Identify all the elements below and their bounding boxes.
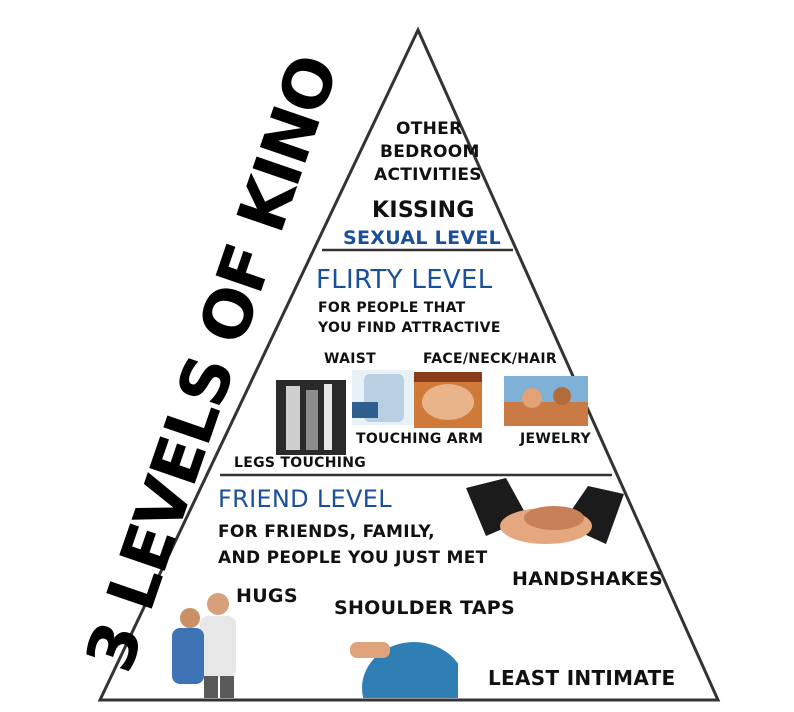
face-photo — [414, 372, 482, 428]
handshake-photo — [466, 478, 624, 544]
flirty-label-waist: WAIST — [324, 351, 376, 367]
sexual-item-other: OTHER — [396, 119, 463, 139]
flirty-desc-line2: YOU FIND ATTRACTIVE — [318, 320, 501, 336]
waist-photo — [352, 370, 414, 425]
friend-handshakes: HANDSHAKES — [512, 568, 663, 590]
flirty-label-legs: LEGS TOUCHING — [234, 455, 367, 471]
friend-desc-line1: FOR FRIENDS, FAMILY, — [218, 522, 435, 542]
friend-desc-line2: AND PEOPLE YOU JUST MET — [218, 548, 488, 568]
flirty-desc-line1: FOR PEOPLE THAT — [318, 300, 466, 316]
sexual-item-kissing: KISSING — [372, 198, 475, 223]
flirty-label-face: FACE/NECK/HAIR — [423, 351, 558, 367]
friend-hugs: HUGS — [236, 585, 298, 607]
flirty-label-touching-arm: TOUCHING ARM — [356, 431, 484, 447]
shoulder-tap-photo — [350, 642, 458, 698]
friend-shoulder-taps: SHOULDER TAPS — [334, 597, 515, 619]
jewelry-photo — [504, 376, 588, 426]
sexual-level-heading: SEXUAL LEVEL — [343, 227, 502, 249]
sexual-item-activities: ACTIVITIES — [374, 165, 482, 185]
friend-least-intimate: LEAST INTIMATE — [488, 666, 676, 690]
hugs-photo — [172, 593, 236, 698]
sexual-item-bedroom: BEDROOM — [380, 142, 480, 162]
legs-touching-photo — [276, 380, 346, 455]
friend-level-heading: FRIEND LEVEL — [218, 485, 392, 513]
flirty-level-heading: FLIRTY LEVEL — [316, 265, 493, 295]
flirty-label-jewelry: JEWELRY — [520, 431, 591, 447]
